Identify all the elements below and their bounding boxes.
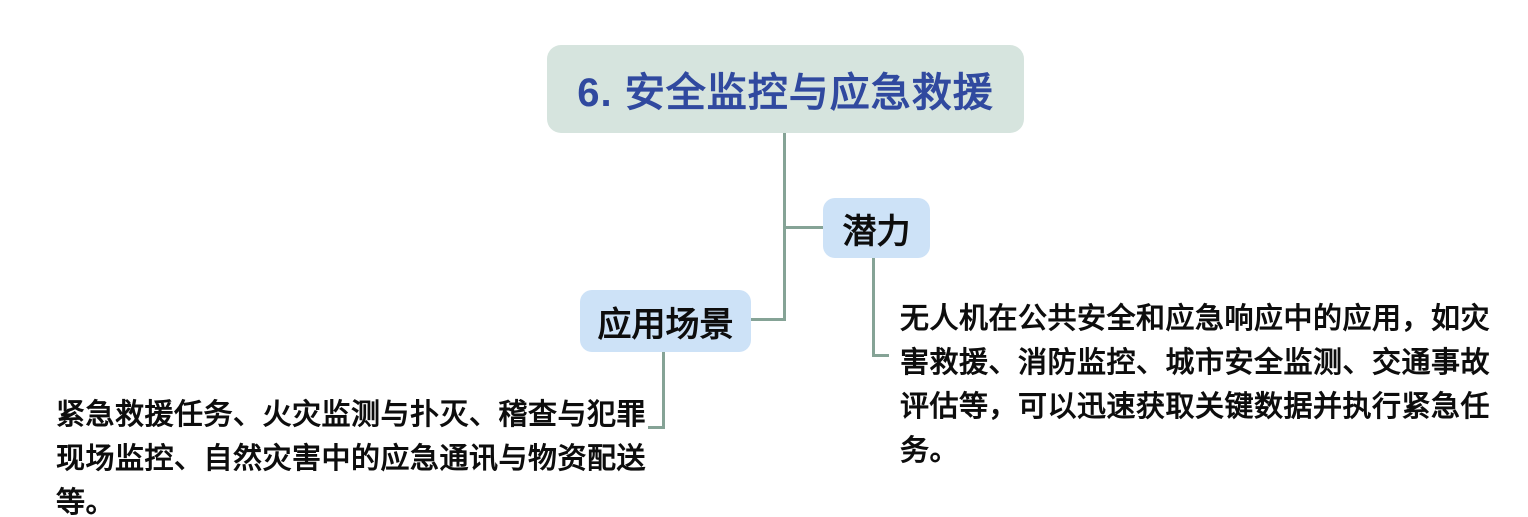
connector-scenarios-to-description xyxy=(662,352,665,429)
connector-root-to-potential xyxy=(786,226,823,229)
connector-scenarios-description-stub xyxy=(648,426,664,429)
connector-potential-description-stub xyxy=(875,354,889,357)
branch-node-potential[interactable]: 潜力 xyxy=(823,198,930,258)
description-node-potential[interactable]: 无人机在公共安全和应急响应中的应用，如灾害救援、消防监控、城市安全监测、交通事故… xyxy=(900,303,1491,467)
connector-potential-to-description xyxy=(872,258,875,357)
branch-node-scenarios-label: 应用场景 xyxy=(597,305,734,344)
root-node-safety-monitoring[interactable]: 6. 安全监控与应急救援 xyxy=(547,45,1024,133)
root-node-label: 6. 安全监控与应急救援 xyxy=(577,71,994,115)
branch-node-potential-label: 潜力 xyxy=(842,212,911,251)
connector-root-to-scenarios xyxy=(751,318,783,321)
branch-node-application-scenarios[interactable]: 应用场景 xyxy=(580,290,751,352)
connector-root-trunk xyxy=(783,133,786,321)
description-node-scenarios[interactable]: 紧急救援任务、火灾监测与扑灭、稽查与犯罪现场监控、自然灾害中的应急通讯与物资配送… xyxy=(56,399,647,517)
